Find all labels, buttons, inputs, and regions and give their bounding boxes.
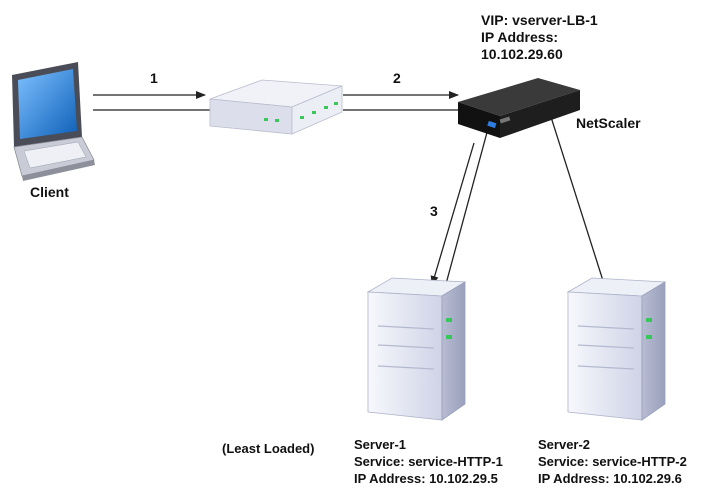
server1-service: Service: service-HTTP-1 bbox=[354, 454, 503, 469]
server2-info: Server-2 Service: service-HTTP-2 IP Addr… bbox=[538, 436, 687, 487]
step-1-label: 1 bbox=[150, 70, 158, 86]
server1-ip: IP Address: 10.102.29.5 bbox=[354, 471, 498, 486]
least-loaded-label: (Least Loaded) bbox=[222, 441, 315, 456]
switch-icon bbox=[209, 79, 343, 135]
step-2-label: 2 bbox=[393, 70, 401, 86]
netscaler-appliance-icon bbox=[458, 78, 580, 138]
server2-name: Server-2 bbox=[538, 437, 591, 452]
server2-service: Service: service-HTTP-2 bbox=[538, 454, 687, 469]
client-label: Client bbox=[30, 184, 69, 200]
vip-name: VIP: vserver-LB-1 bbox=[481, 12, 598, 28]
server-icon bbox=[566, 277, 667, 421]
step-3-label: 3 bbox=[430, 203, 438, 219]
connection-lines bbox=[93, 91, 606, 296]
vip-ip-value: 10.102.29.60 bbox=[481, 46, 563, 62]
vip-info: VIP: vserver-LB-1 IP Address: 10.102.29.… bbox=[481, 12, 598, 63]
netscaler-label: NetScaler bbox=[576, 115, 641, 131]
vip-ip-caption: IP Address: bbox=[481, 29, 559, 45]
laptop-icon bbox=[12, 62, 95, 181]
server1-info: Server-1 Service: service-HTTP-1 IP Addr… bbox=[354, 436, 503, 487]
server1-return-line bbox=[442, 124, 490, 296]
netscaler-to-server2-line bbox=[550, 116, 606, 288]
server1-name: Server-1 bbox=[354, 437, 407, 452]
server-icon bbox=[366, 277, 467, 421]
netscaler-to-server1-arrow bbox=[430, 142, 475, 286]
server2-ip: IP Address: 10.102.29.6 bbox=[538, 471, 682, 486]
